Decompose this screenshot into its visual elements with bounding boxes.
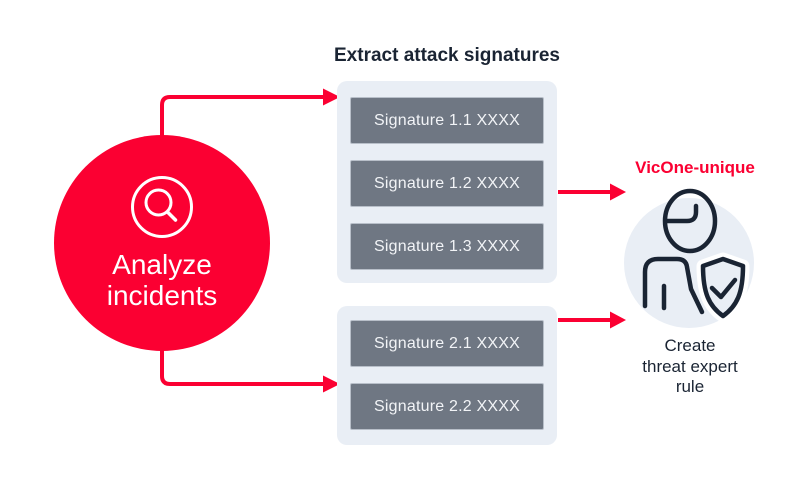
signature-box-2-1: Signature 2.1 XXXX [350, 320, 544, 367]
analyze-incidents-node: Analyze incidents [54, 135, 270, 351]
magnifier-icon [131, 176, 193, 239]
checkmark-icon [709, 277, 738, 300]
signature-group-1: Signature 1.1 XXXX Signature 1.2 XXXX Si… [337, 81, 557, 283]
signature-box-1-3: Signature 1.3 XXXX [350, 223, 544, 270]
hair-fringe [663, 203, 699, 224]
expert-caption: Create threat expert rule [642, 336, 738, 397]
body-outline [642, 256, 705, 315]
analyze-incidents-label: Analyze incidents [106, 249, 218, 311]
signature-box-2-2: Signature 2.2 XXXX [350, 383, 544, 430]
vicone-unique-label: VicOne-unique [635, 158, 755, 177]
signature-box-1-2: Signature 1.2 XXXX [350, 160, 544, 207]
signature-box-1-1: Signature 1.1 XXXX [350, 97, 544, 144]
person-shield-check-icon [624, 188, 754, 328]
signature-group-2: Signature 2.1 XXXX Signature 2.2 XXXX [337, 306, 557, 445]
shield-outline [700, 256, 746, 319]
section-title: Extract attack signatures [334, 45, 560, 66]
